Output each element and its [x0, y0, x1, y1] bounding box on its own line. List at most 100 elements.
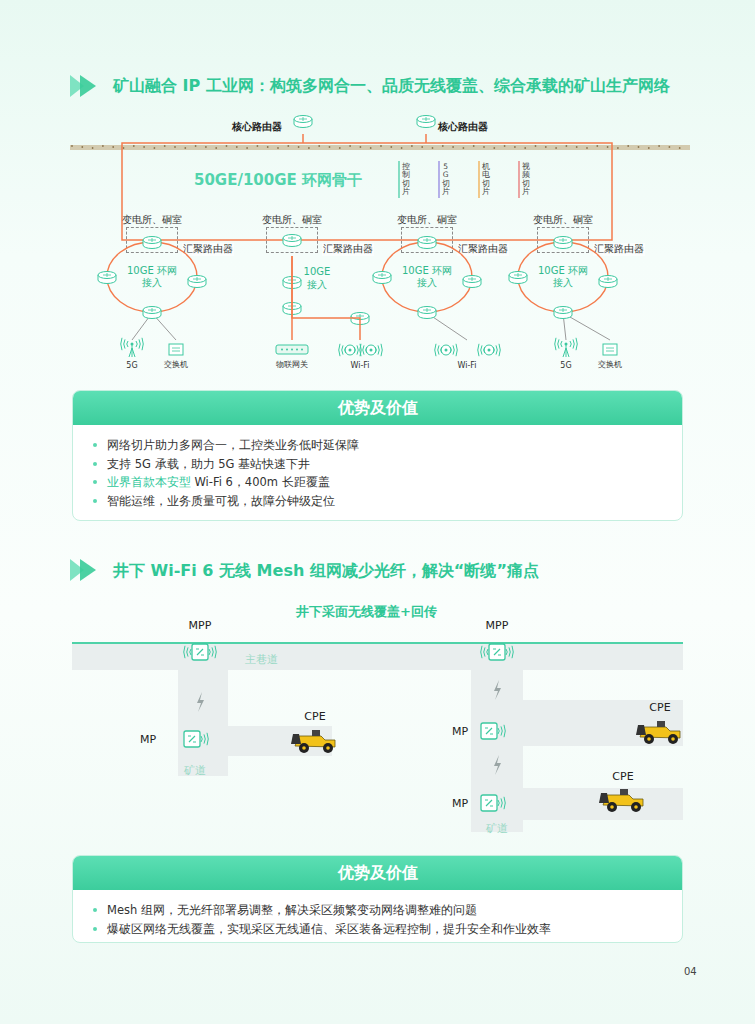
- router-icon: [509, 272, 527, 284]
- node-text: 交换机: [164, 359, 188, 370]
- bullet-row: 智能运维，业务质量可视，故障分钟级定位: [93, 492, 666, 511]
- node-text: MPP: [477, 619, 517, 632]
- panel-body: 网络切片助力多网合一，工控类业务低时延保障支持 5G 承载，助力 5G 基站快速…: [73, 425, 682, 510]
- wifi-icon: [435, 344, 458, 356]
- wireless-link: [494, 680, 501, 700]
- tunnel-label: 主巷道: [245, 652, 278, 667]
- node-text: Wi-Fi: [457, 361, 476, 370]
- device-node: Wi-Fi: [340, 340, 380, 370]
- bullet-row: 支持 5G 承载，助力 5G 基站快速下井: [93, 455, 666, 474]
- node-text: 业界首款本安型: [107, 475, 191, 489]
- bullet-row: 网络切片助力多网合一，工控类业务低时延保障: [93, 436, 666, 455]
- bullet-dot: [93, 908, 97, 912]
- router-icon: [143, 237, 161, 249]
- dashed-outline: [266, 227, 318, 253]
- node-text: 汇聚路由器: [322, 243, 374, 256]
- site-box: 变电所、硐室: [258, 213, 326, 255]
- bullet-row: Mesh 组网，无光纤部署易调整，解决采区频繁变动网络调整难的问题: [93, 901, 666, 920]
- device-node: 交换机: [593, 340, 627, 370]
- bullet-dot: [93, 499, 97, 503]
- slice-bar: [398, 161, 399, 198]
- device-node: 5G: [551, 340, 581, 370]
- mining-vehicle: [599, 789, 643, 812]
- node-text: 优势及价值: [73, 391, 682, 425]
- device-node: Wi-Fi: [435, 340, 499, 370]
- mesh-node: MP: [452, 792, 468, 814]
- node-text: MPP: [180, 619, 220, 632]
- panel-body: Mesh 组网，无光纤部署易调整，解决采区频繁变动网络调整难的问题爆破区网络无线…: [73, 890, 682, 938]
- router-icon: [283, 235, 301, 247]
- connector: [425, 134, 427, 143]
- bullet-row: 业界首款本安型Wi-Fi 6，400m 长距覆盖: [93, 473, 666, 492]
- device-node: 交换机: [159, 340, 193, 370]
- node-text: CPE: [293, 710, 337, 723]
- slice-label: 机电切片: [482, 163, 490, 196]
- slice-label: 控制切片: [402, 163, 410, 196]
- bullet-dot: [93, 927, 97, 931]
- slice-bar: [438, 161, 439, 198]
- wifi-icon: [339, 344, 362, 356]
- node-text: 汇聚路由器: [593, 243, 645, 256]
- mesh-node: MP: [452, 720, 468, 742]
- router-icon: [98, 272, 116, 284]
- ap-icon: [481, 644, 514, 660]
- node-text: 50GE/100GE 环网骨干: [194, 171, 362, 190]
- node-text: 支持 5G 承载，助力 5G 基站快速下井: [107, 457, 310, 471]
- node-text: MP: [452, 797, 468, 810]
- tunnel-map: [72, 643, 683, 832]
- bullet-row: 爆破区网络无线覆盖，实现采区无线通信、采区装备远程控制，提升安全和作业效率: [93, 920, 666, 939]
- router-icon: [463, 276, 481, 288]
- router-icon: [554, 237, 572, 249]
- connector: [292, 256, 360, 340]
- node-text: 变电所、硐室: [393, 213, 461, 227]
- antenna-icon: [121, 338, 144, 357]
- router-icon: [418, 237, 436, 249]
- node-text: Wi-Fi: [350, 361, 369, 370]
- switch-icon: [169, 344, 183, 355]
- ap-icon: [184, 731, 208, 747]
- bullet-dot: [93, 480, 97, 484]
- mining-vehicle: [636, 721, 680, 744]
- mesh-node: MP: [140, 728, 156, 750]
- ap-icon: [184, 644, 217, 660]
- router-icon: [554, 307, 572, 319]
- router-icon: [417, 116, 435, 128]
- advantage-panel: 优势及价值网络切片助力多网合一，工控类业务低时延保障支持 5G 承载，助力 5G…: [72, 390, 683, 521]
- node-text: 5G: [560, 361, 571, 370]
- node-text: 5G: [126, 361, 137, 370]
- node-text: 10GE 环网接入: [401, 265, 453, 290]
- node-text: 爆破区网络无线覆盖，实现采区无线通信、采区装备远程控制，提升安全和作业效率: [107, 922, 551, 936]
- slice-label: 5G切片: [442, 163, 450, 196]
- node-text: 10GE 环网接入: [537, 265, 589, 290]
- slice-bar: [478, 161, 479, 198]
- router-icon: [188, 276, 206, 288]
- router-icon: [143, 307, 161, 319]
- node-text: 变电所、硐室: [118, 213, 186, 227]
- device-node: 5G: [117, 340, 147, 370]
- node-text: 优势及价值: [73, 856, 682, 890]
- router-icon: [599, 276, 617, 288]
- page-title: 矿山融合 IP 工业网：构筑多网合一、品质无线覆盖、综合承载的矿山生产网络: [113, 76, 670, 97]
- tunnel-label: 矿道: [184, 763, 206, 778]
- device-node: 物联网关: [270, 340, 314, 370]
- mesh-node: MPP: [477, 619, 517, 665]
- node-text: 网络切片助力多网合一，工控类业务低时延保障: [107, 438, 359, 452]
- switch-icon: [603, 344, 617, 355]
- title-chevron: [70, 75, 96, 97]
- advantage-panel: 优势及价值Mesh 组网，无光纤部署易调整，解决采区频繁变动网络调整难的问题爆破…: [72, 855, 683, 943]
- cpe-node: CPE: [293, 710, 337, 752]
- node-text: MP: [140, 733, 156, 746]
- antenna-icon: [555, 338, 578, 357]
- title-chevron: [70, 559, 96, 581]
- gateway-icon: [276, 345, 308, 354]
- section-title: 井下 Wi-Fi 6 无线 Mesh 组网减少光纤，解决“断缆”痛点: [113, 561, 539, 582]
- node-text: 交换机: [598, 359, 622, 370]
- wireless-link: [494, 755, 501, 775]
- node-text: CPE: [638, 701, 682, 714]
- access-ring: 10GE 环网接入: [517, 241, 609, 313]
- link-label: 10GE 接入: [302, 266, 332, 291]
- node-text: 核心路由器: [232, 120, 282, 134]
- node-text: 智能运维，业务质量可视，故障分钟级定位: [107, 494, 335, 508]
- node-text: 变电所、硐室: [529, 213, 597, 227]
